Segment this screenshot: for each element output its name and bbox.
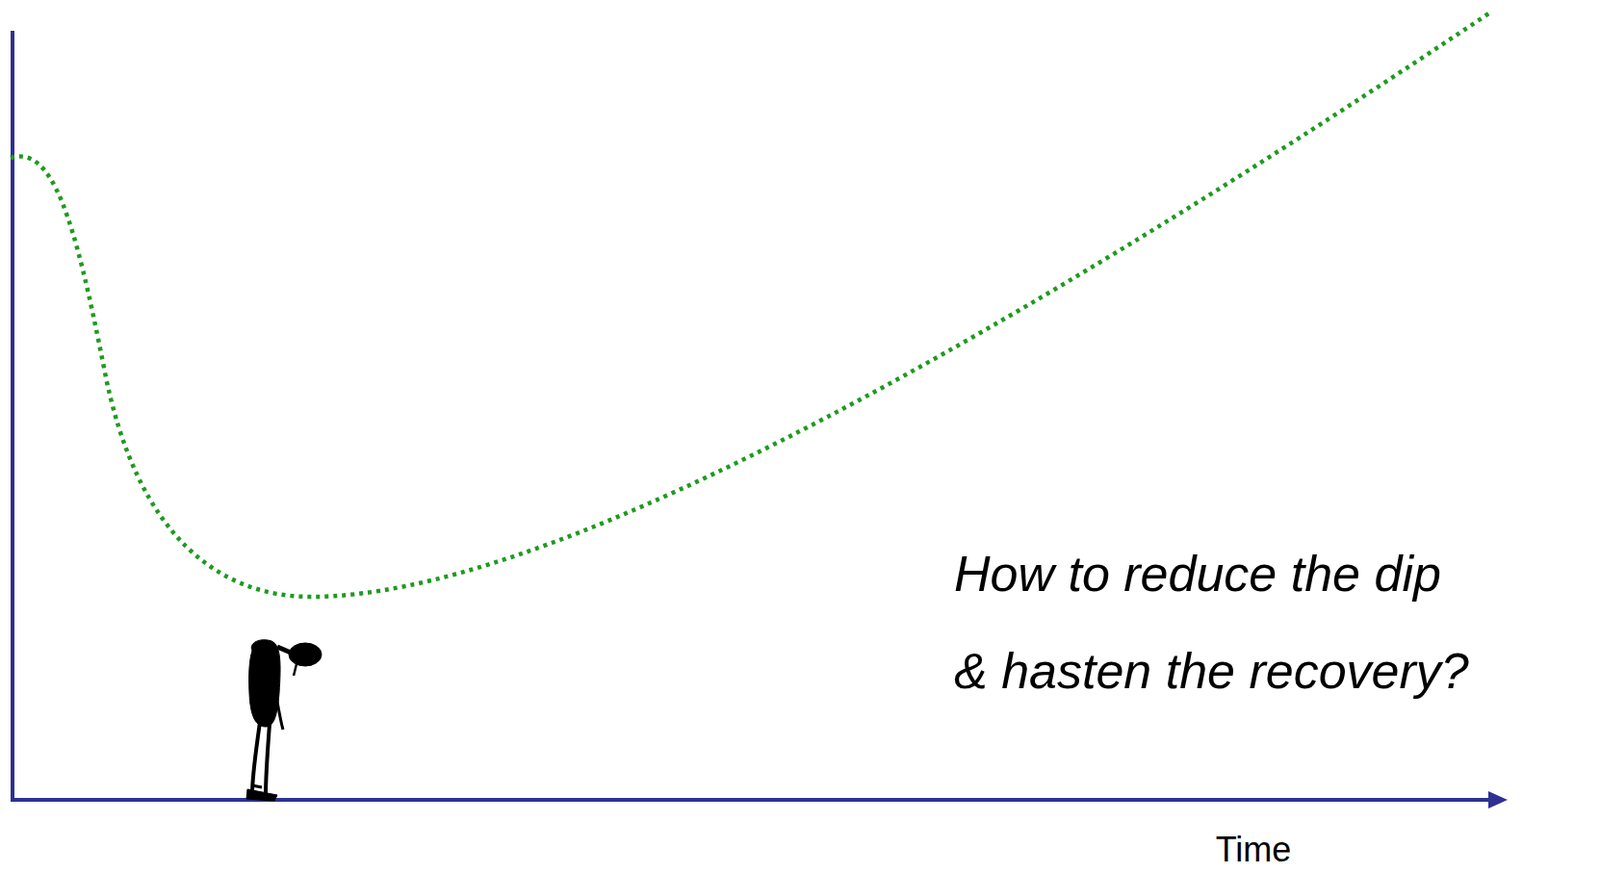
performance-curve [10,12,1491,597]
x-axis [10,798,1491,802]
question-note: How to reduce the dip [954,544,1442,603]
axis-arrowhead [1488,791,1508,809]
axis-label: Time [1215,829,1292,871]
y-axis [10,30,15,802]
dejected-figure [246,640,322,801]
question-note: & hasten the recovery? [954,642,1470,700]
